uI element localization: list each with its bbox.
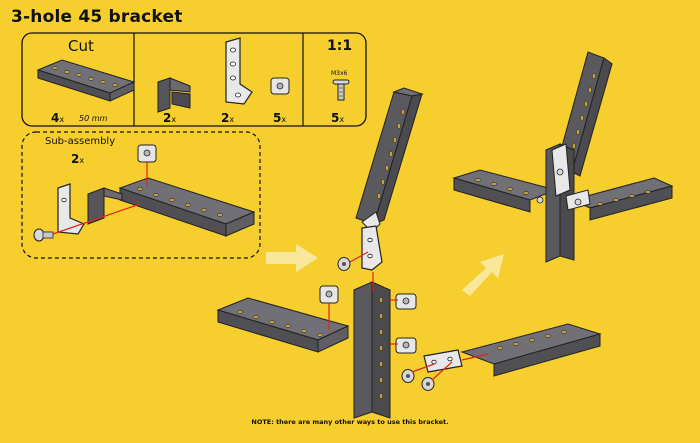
exploded-screw-1 <box>337 257 351 271</box>
assembled-left-beam <box>452 169 558 213</box>
subassembly-alignment-lines <box>52 203 141 235</box>
exploded-nut-1 <box>319 285 339 304</box>
subassembly-box <box>21 131 261 259</box>
page-title: 3-hole 45 bracket <box>11 7 183 27</box>
exploded-angle-bracket <box>361 225 383 271</box>
assembled-upper-beam <box>555 51 613 177</box>
square-nut-qty: 5x <box>273 111 287 125</box>
angle-bracket-qty: 2x <box>221 111 235 125</box>
exploded-right-beam <box>460 323 602 377</box>
subassembly-t-connector <box>87 187 123 225</box>
cut-label: Cut <box>68 37 94 55</box>
note-text: NOTE: there are many other ways to use t… <box>251 418 449 426</box>
t-connector-part-icon <box>157 77 191 113</box>
scale-label: 1:1 <box>327 38 353 54</box>
screw-part-icon <box>332 79 350 101</box>
exploded-nut-2 <box>395 293 417 310</box>
step-arrow-1 <box>266 244 318 272</box>
assembled-brackets <box>536 143 591 211</box>
exploded-screw-2 <box>401 369 415 383</box>
subassembly-qty: 2x <box>71 152 85 166</box>
exploded-nut-3 <box>395 337 417 354</box>
exploded-left-beam <box>216 297 350 353</box>
subassembly-screw <box>33 228 54 242</box>
beam-length: 50 mm <box>79 114 108 123</box>
screw-size-label: M3x6 <box>331 70 348 77</box>
angle-bracket-part-icon <box>225 37 253 105</box>
assembled-right-beam <box>570 177 674 221</box>
exploded-vertical-beam <box>353 281 391 419</box>
exploded-flat-bracket <box>423 349 463 373</box>
exploded-screw-3 <box>421 377 435 391</box>
square-nut-part-icon <box>270 77 290 95</box>
step-arrow-2 <box>462 254 504 296</box>
subassembly-nut <box>137 144 157 186</box>
exploded-alignment-lines <box>328 251 489 381</box>
beam-part-icon <box>36 59 136 102</box>
t-connector-qty: 2x <box>163 111 177 125</box>
subassembly-beam <box>118 177 256 237</box>
subassembly-bracket <box>57 183 85 235</box>
screw-qty: 5x <box>331 111 345 125</box>
exploded-upper-beam <box>355 87 424 233</box>
subassembly-label: Sub-assembly <box>45 136 116 147</box>
beam-qty: 4x <box>51 111 65 125</box>
parts-box <box>21 32 367 127</box>
